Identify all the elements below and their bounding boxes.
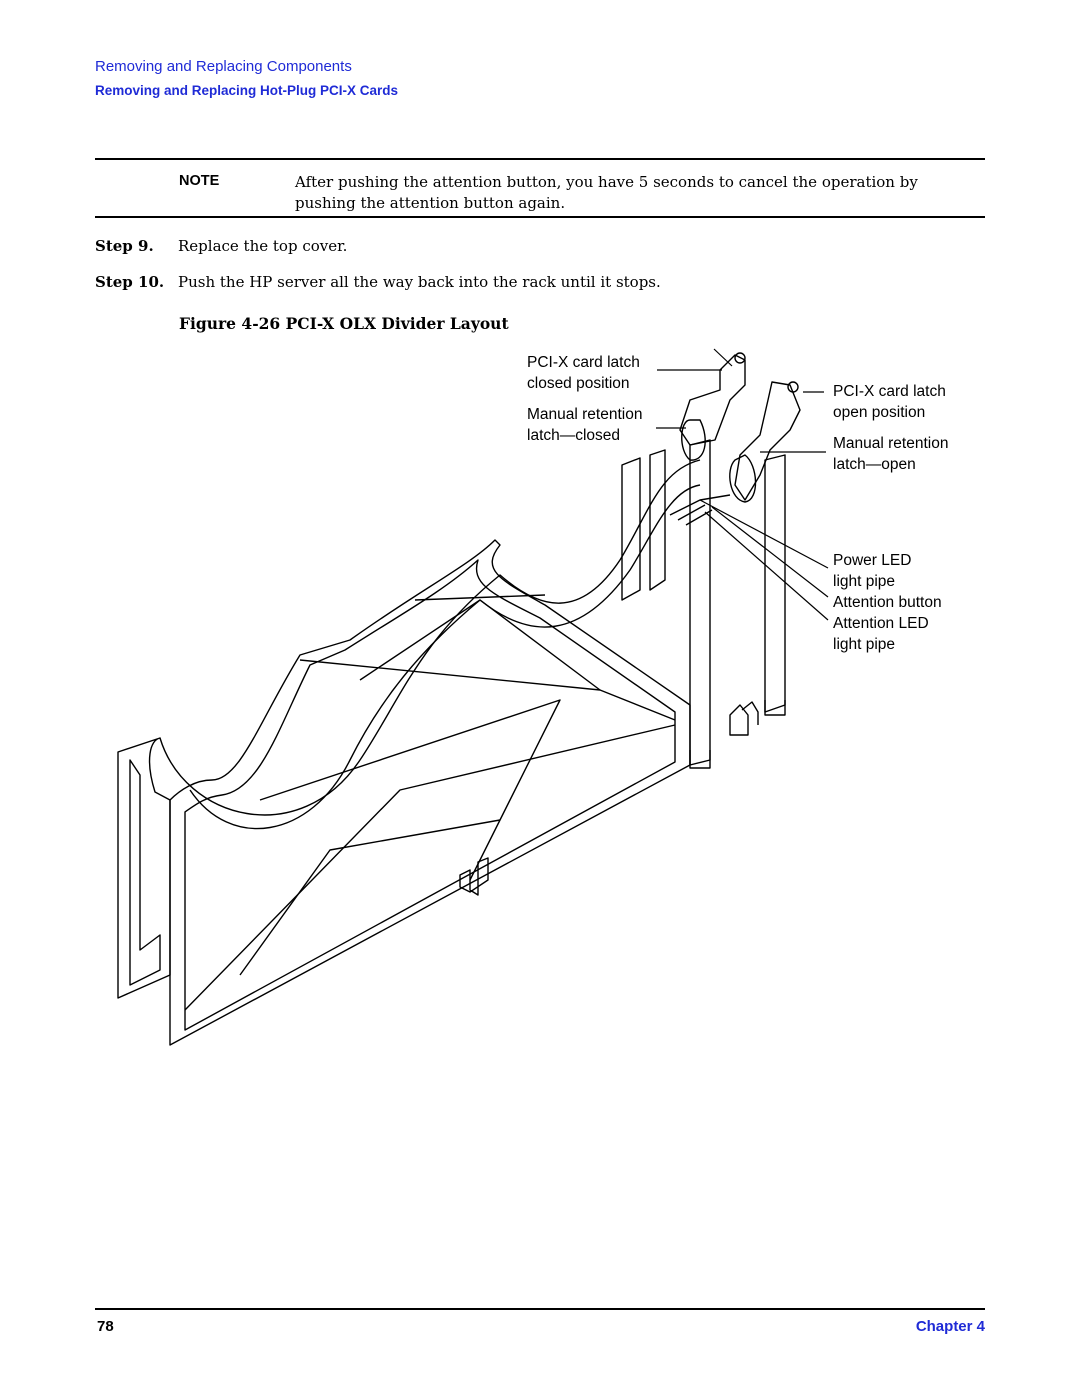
foot-right bbox=[764, 700, 786, 716]
leader-attention-button bbox=[711, 506, 829, 598]
callout-attention-led-line1: Attention LED bbox=[833, 615, 929, 632]
closed-latch-knob bbox=[681, 419, 706, 461]
section-header: Removing and Replacing Components bbox=[95, 58, 352, 75]
cross-brace-1 bbox=[184, 724, 676, 1011]
post-mid-2 bbox=[649, 449, 666, 591]
bottom-clip bbox=[459, 857, 489, 896]
callout-manual-open-line1: Manual retention bbox=[833, 435, 949, 452]
step-9: Step 9. Replace the top cover. bbox=[95, 237, 347, 255]
step-9-text: Replace the top cover. bbox=[178, 237, 348, 255]
step-9-label: Step 9. bbox=[95, 237, 154, 255]
rear-panel-inner bbox=[129, 759, 161, 986]
leader-attention-led bbox=[704, 511, 829, 621]
callout-attention-led-line2: light pipe bbox=[833, 636, 896, 653]
front-panel-outline bbox=[169, 539, 691, 1046]
rear-panel-outline bbox=[117, 737, 171, 999]
callout-open-latch: PCI-X card latch open position bbox=[833, 381, 946, 423]
footer-rule bbox=[95, 1308, 985, 1310]
callout-closed-latch-line1: PCI-X card latch bbox=[527, 354, 640, 371]
step-10: Step 10. Push the HP server all the way b… bbox=[95, 273, 661, 291]
note-text: After pushing the attention button, you … bbox=[295, 173, 918, 212]
callout-open-latch-line2: open position bbox=[833, 404, 926, 421]
small-clips bbox=[729, 701, 759, 736]
foot-left bbox=[689, 750, 711, 769]
leader-power-led bbox=[699, 499, 829, 569]
cross-brace-5 bbox=[359, 599, 601, 691]
top-curve-rail bbox=[159, 459, 701, 816]
callout-manual-open: Manual retention latch—open bbox=[833, 433, 948, 475]
callout-manual-closed-line1: Manual retention bbox=[527, 406, 643, 423]
front-panel-inner bbox=[184, 559, 676, 1031]
subsection-header: Removing and Replacing Hot-Plug PCI-X Ca… bbox=[95, 83, 399, 98]
post-left bbox=[689, 439, 711, 766]
note-top-rule bbox=[95, 158, 985, 160]
leader-closed-latch-2 bbox=[713, 348, 733, 367]
step-10-label: Step 10. bbox=[95, 273, 165, 291]
callout-closed-latch: PCI-X card latch closed position bbox=[527, 352, 640, 394]
cross-brace-4 bbox=[299, 659, 676, 721]
note-label: NOTE bbox=[179, 173, 220, 189]
open-latch bbox=[734, 381, 801, 501]
top-curve-rail-inner bbox=[189, 484, 701, 830]
cross-brace-2 bbox=[239, 819, 501, 976]
chapter-label: Chapter 4 bbox=[915, 1318, 985, 1335]
callout-manual-closed: Manual retention latch—closed bbox=[527, 404, 642, 446]
page-number: 78 bbox=[97, 1318, 114, 1335]
callout-closed-latch-line2: closed position bbox=[527, 375, 630, 392]
figure-title: Figure 4-26 PCI-X OLX Divider Layout bbox=[179, 314, 509, 333]
post-right bbox=[764, 454, 786, 713]
callout-power-led-line2: light pipe bbox=[833, 573, 896, 590]
closed-latch bbox=[679, 354, 746, 446]
open-latch-knob bbox=[729, 454, 757, 503]
step-10-text: Push the HP server all the way back into… bbox=[178, 273, 661, 291]
cross-brace-3 bbox=[259, 699, 561, 881]
cross-brace-6 bbox=[414, 594, 546, 601]
note-bottom-rule bbox=[95, 216, 985, 218]
callout-manual-closed-line2: latch—closed bbox=[527, 427, 621, 444]
callout-attention-button: Attention button bbox=[833, 594, 942, 611]
callout-led-group: Power LED light pipe Attention button At… bbox=[833, 550, 942, 655]
light-pipes bbox=[669, 494, 731, 526]
post-mid bbox=[621, 457, 641, 601]
callout-power-led-line1: Power LED bbox=[833, 552, 912, 569]
callout-open-latch-line1: PCI-X card latch bbox=[833, 383, 946, 400]
callout-manual-open-line2: latch—open bbox=[833, 456, 916, 473]
